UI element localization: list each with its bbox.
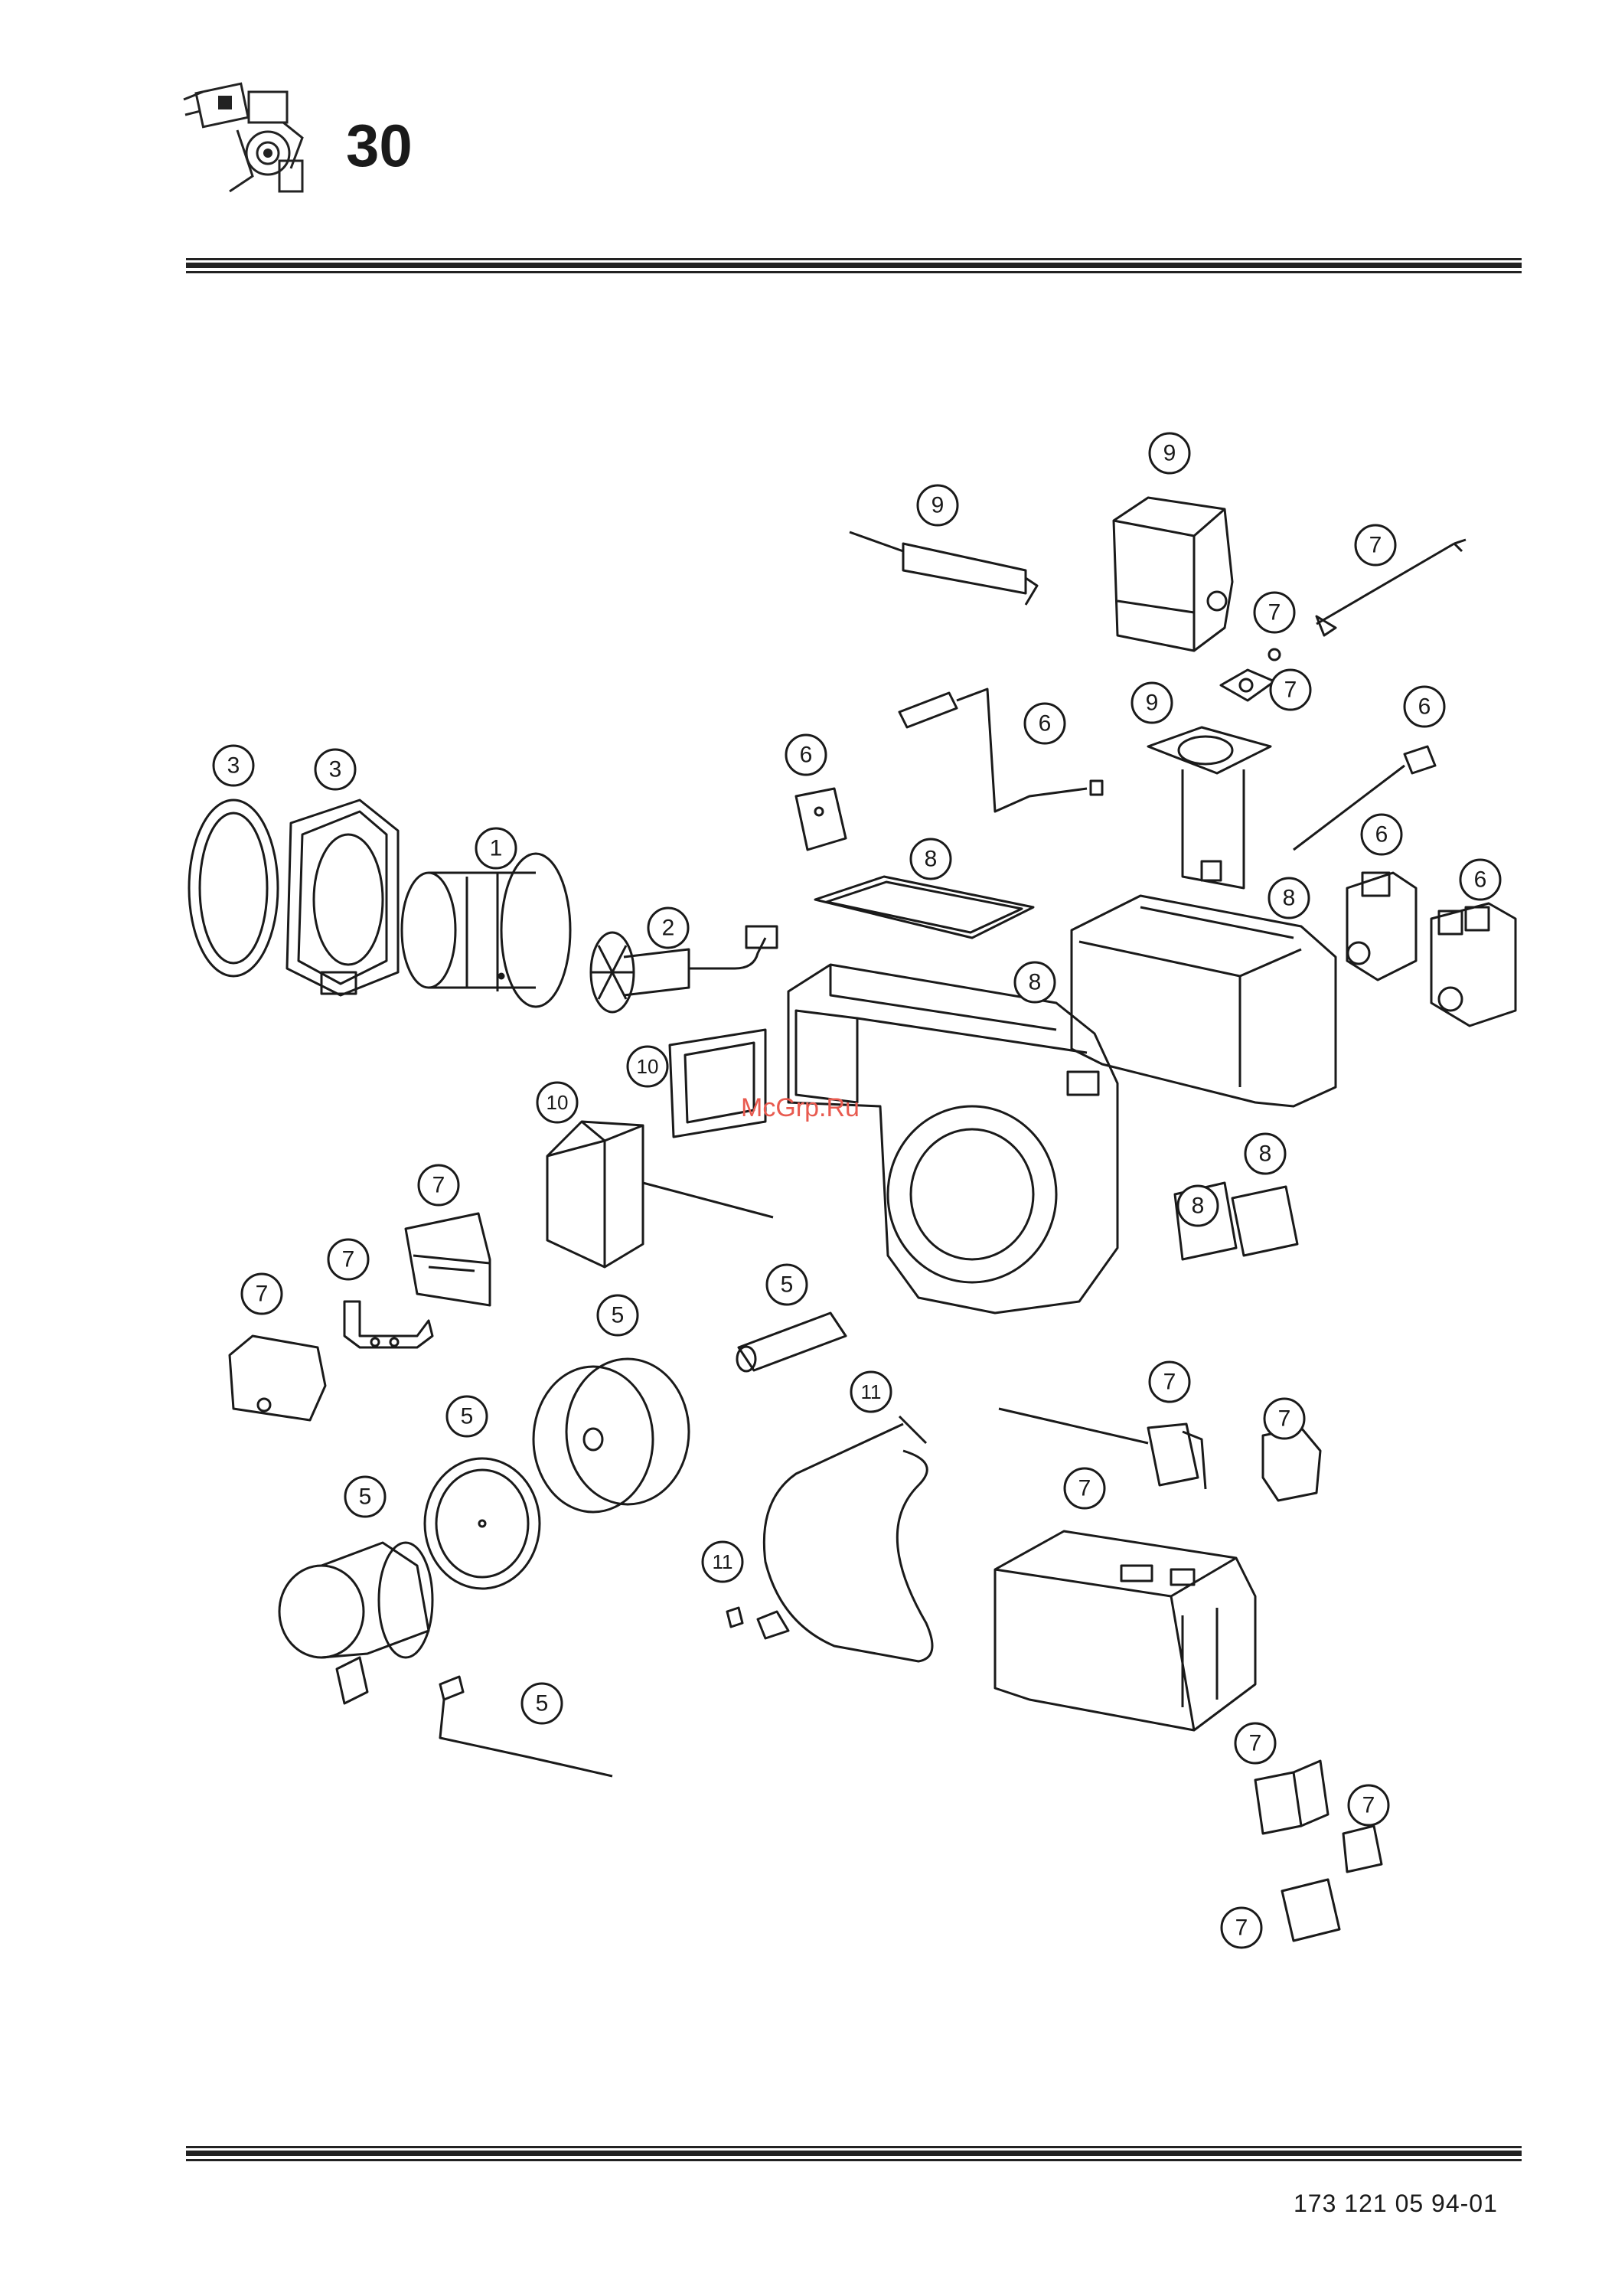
burner-controller-part: [995, 1531, 1255, 1730]
relay-base-part: [406, 1213, 490, 1305]
photocell-rod-part: [850, 532, 1037, 605]
callout-label: 7: [1249, 1731, 1262, 1756]
flange-part: [287, 800, 398, 995]
callout-label: 8: [1029, 970, 1042, 995]
callout-label: 11: [861, 1380, 882, 1403]
hose-fitting-part: [727, 1608, 788, 1638]
callout-label: 5: [536, 1691, 549, 1716]
capillary-tube-part: [899, 689, 1102, 812]
motor-flange-part: [425, 1458, 540, 1589]
callout-label: 6: [1039, 711, 1052, 736]
callout-label: 8: [1259, 1141, 1272, 1167]
callout-label: 8: [1192, 1194, 1205, 1219]
callout-label: 8: [1283, 886, 1296, 911]
coupling-shaft-part: [737, 1313, 846, 1371]
callout-label: 7: [1268, 600, 1281, 625]
footer-rule: [186, 2146, 1522, 2163]
gasket-ring-part: [189, 800, 278, 976]
mounting-plate-part: [1148, 727, 1271, 888]
callout-label: 5: [359, 1484, 372, 1510]
cover-plate-part: [815, 877, 1033, 938]
callout-label: 7: [1284, 678, 1297, 703]
callout-label: 3: [227, 753, 240, 779]
callout-label: 7: [1078, 1476, 1091, 1501]
blast-tube-part: [402, 854, 570, 1007]
callout-label: 7: [342, 1247, 355, 1272]
plug-part-b: [1255, 1761, 1328, 1834]
bracket-part: [796, 789, 846, 850]
small-plate-part-b: [1232, 1187, 1297, 1256]
callout-label: 9: [1146, 691, 1159, 716]
callout-label: 10: [546, 1091, 569, 1114]
callout-label: 6: [1375, 822, 1388, 848]
callout-label: 6: [1474, 867, 1487, 893]
callout-label: 9: [931, 493, 945, 518]
oil-hose-part: [764, 1416, 932, 1661]
side-hood-part: [1072, 896, 1336, 1106]
callout-label: 3: [329, 757, 342, 782]
callout-label: 8: [925, 847, 938, 872]
clip-bracket-part: [344, 1302, 432, 1347]
plug-part-d: [1282, 1880, 1339, 1941]
callout-label: 7: [1163, 1370, 1176, 1395]
callout-label: 1: [490, 836, 503, 861]
watermark: McGrp.Ru: [741, 1093, 860, 1123]
callout-label: 7: [1235, 1916, 1248, 1941]
callout-label: 11: [713, 1550, 733, 1573]
plug-part-c: [1343, 1826, 1382, 1872]
motor-part: [279, 1543, 432, 1703]
callout-label: 6: [1418, 694, 1431, 720]
callout-label: 7: [1369, 533, 1382, 558]
callout-label: 7: [1362, 1793, 1375, 1818]
callout-label: 7: [432, 1173, 445, 1198]
plug-part-a: [1263, 1428, 1320, 1501]
solenoid-valve-part-b: [1431, 903, 1515, 1026]
fan-wheel-part: [533, 1359, 689, 1512]
callout-label: 5: [781, 1272, 794, 1298]
callout-label: 5: [612, 1303, 625, 1328]
callout-label: 2: [662, 916, 675, 941]
control-unit-part: [1114, 498, 1232, 651]
callout-label: 7: [256, 1282, 269, 1307]
junction-box-part: [230, 1336, 325, 1420]
callout-label: 9: [1163, 441, 1176, 466]
ignition-transformer-part: [547, 1122, 773, 1267]
fan-housing-part: [788, 965, 1117, 1313]
solenoid-valve-part-a: [1347, 873, 1416, 980]
callout-label: 7: [1278, 1406, 1291, 1432]
document-code: 173 121 05 94-01: [1294, 2190, 1498, 2218]
callout-label: 6: [800, 743, 813, 768]
callout-label: 10: [637, 1055, 659, 1078]
callout-label: 5: [461, 1404, 474, 1429]
